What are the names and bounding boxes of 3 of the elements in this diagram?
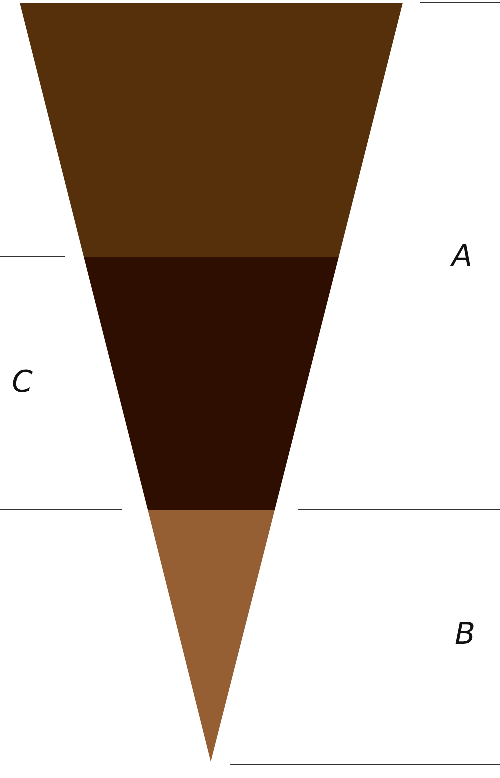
section-label: A	[452, 240, 473, 274]
section-label: B	[455, 618, 476, 652]
section-label: C	[12, 366, 33, 400]
